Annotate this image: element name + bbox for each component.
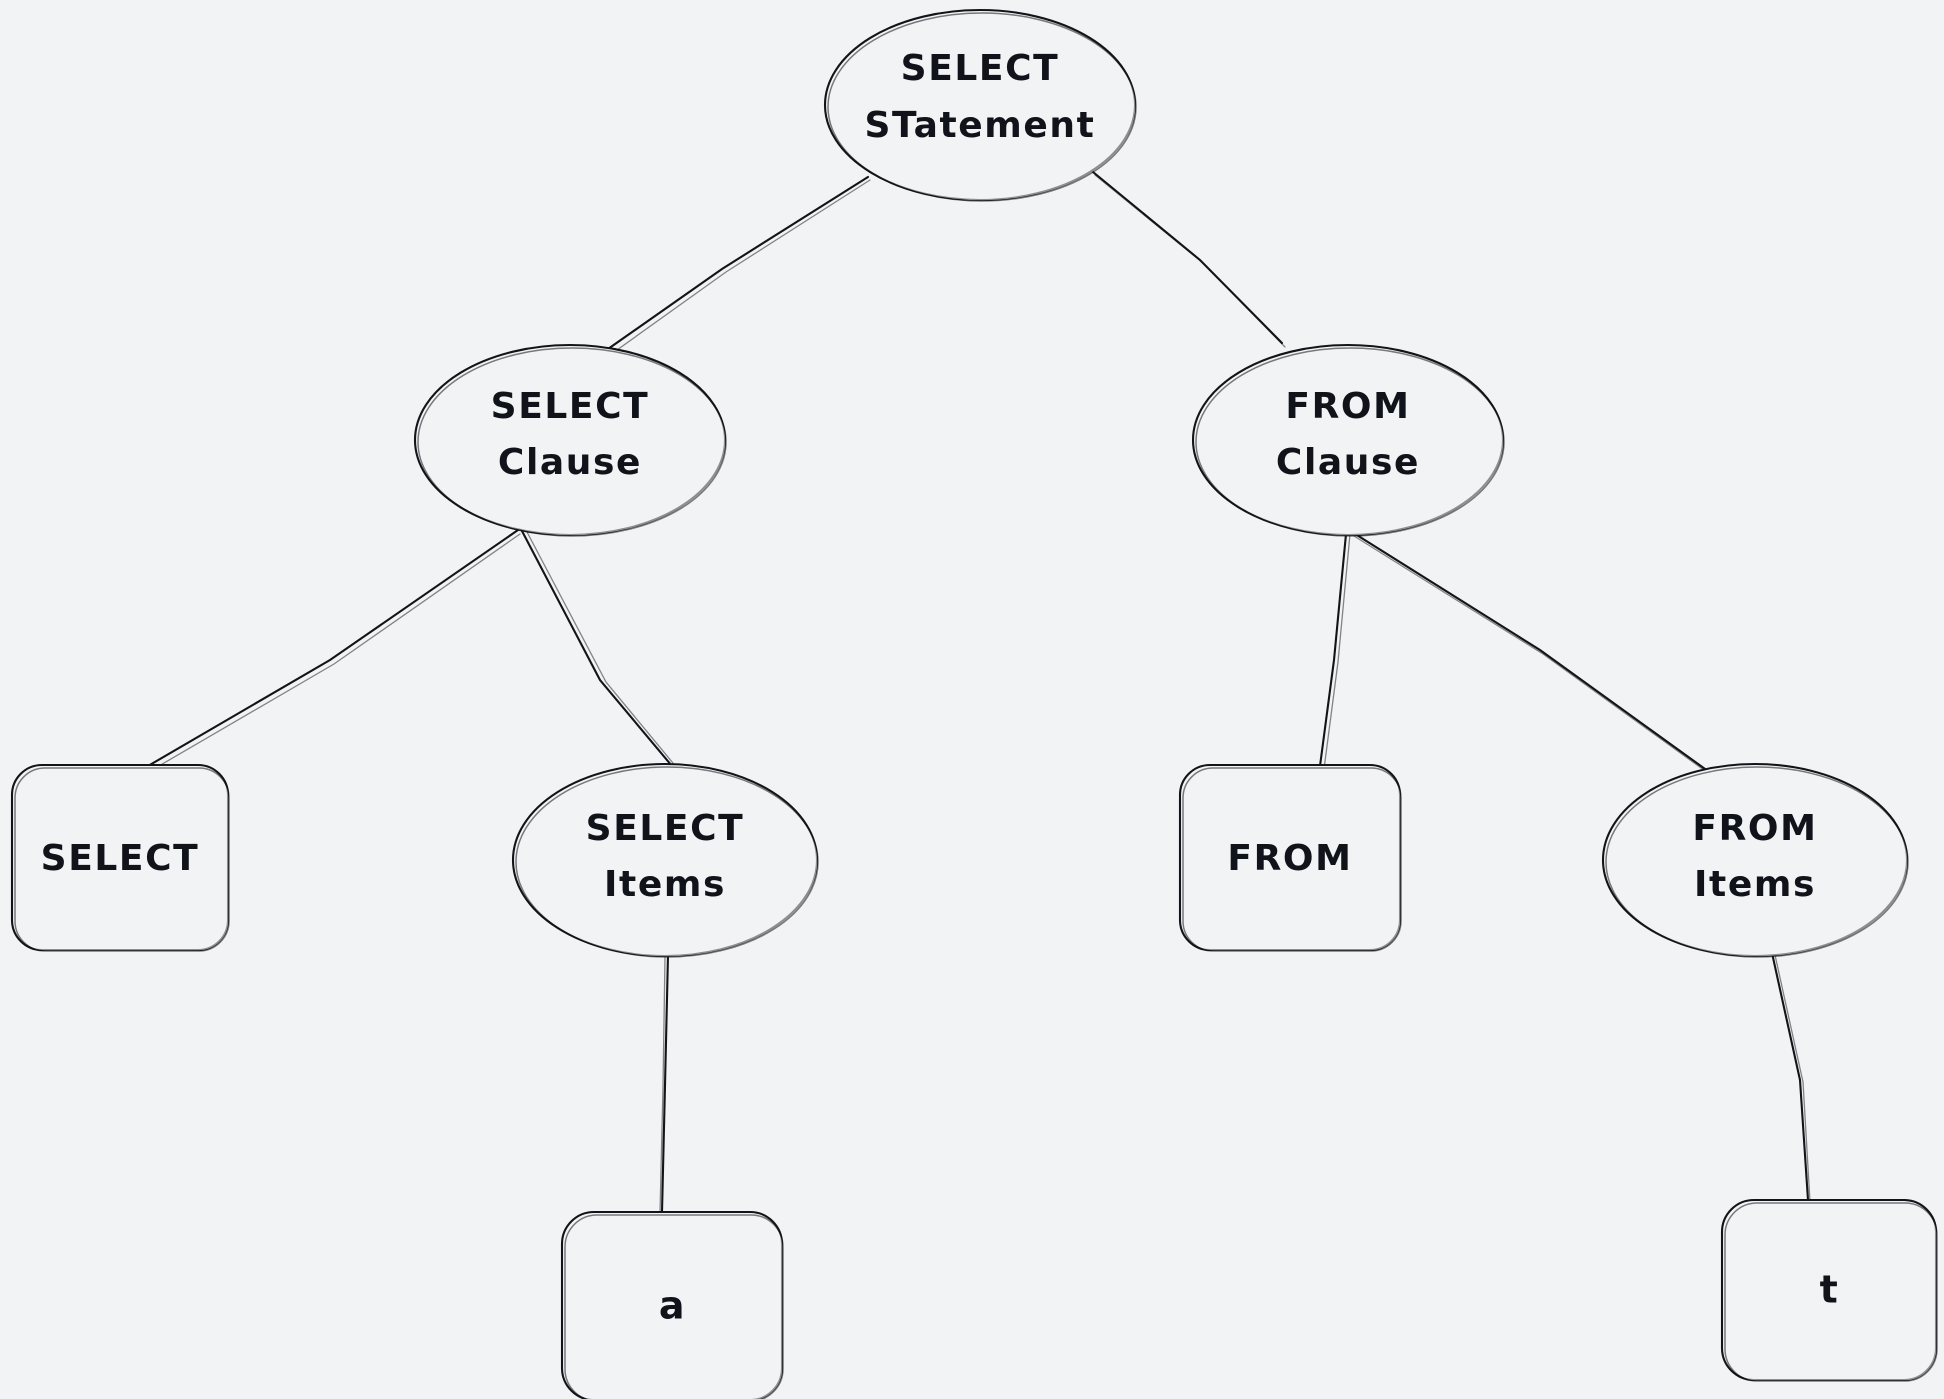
node-from-clause-line2: Clause (1276, 442, 1420, 483)
node-select-terminal-label: SELECT (41, 838, 200, 879)
node-select-statement-line1: SELECT (901, 48, 1060, 89)
edge-from-items-to-table-t (1770, 951, 1811, 1203)
node-from-items-line1: FROM (1692, 808, 1817, 849)
node-select-statement-line2: STatement (865, 105, 1096, 146)
edge-root-to-select-clause (596, 175, 871, 361)
node-select-clause[interactable]: SELECT Clause (413, 343, 727, 537)
edge-from-clause-to-from-items (1350, 530, 1716, 779)
edge-root-to-from-clause (1091, 170, 1286, 348)
edge-group (146, 170, 1811, 1214)
edge-select-clause-to-select-terminal (146, 528, 521, 771)
node-from-terminal[interactable]: FROM (1178, 763, 1402, 952)
node-select-items-line2: Items (604, 864, 726, 905)
node-select-items[interactable]: SELECT Items (511, 762, 819, 958)
node-table-t-label: t (1820, 1268, 1839, 1312)
node-select-clause-line1: SELECT (491, 386, 650, 427)
node-from-items-line2: Items (1694, 864, 1816, 905)
node-from-terminal-label: FROM (1227, 838, 1352, 879)
node-select-items-line1: SELECT (586, 808, 745, 849)
node-from-clause-line1: FROM (1285, 386, 1410, 427)
edge-select-clause-to-select-items (520, 529, 688, 781)
edge-from-clause-to-from-terminal (1318, 532, 1351, 770)
node-table-t[interactable]: t (1720, 1198, 1938, 1382)
node-column-a-label: a (659, 1284, 685, 1328)
edge-select-items-to-column-a (659, 953, 670, 1214)
node-from-clause[interactable]: FROM Clause (1191, 343, 1505, 537)
node-select-terminal[interactable]: SELECT (10, 763, 230, 952)
node-column-a[interactable]: a (560, 1210, 784, 1399)
node-from-items[interactable]: FROM Items (1601, 762, 1909, 958)
node-select-clause-line2: Clause (498, 442, 642, 483)
node-select-statement[interactable]: SELECT STatement (823, 8, 1137, 202)
